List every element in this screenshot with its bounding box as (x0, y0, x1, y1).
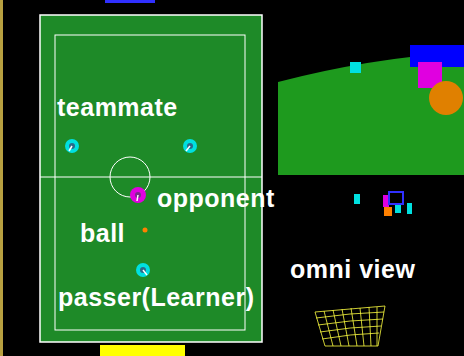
ball-label: ball (80, 221, 125, 246)
center-line (40, 177, 262, 178)
passer-robot (136, 263, 150, 277)
edge-strip (0, 0, 3, 356)
teammate-label: teammate (57, 95, 178, 120)
robot-heading (143, 270, 147, 275)
teammate-robot (183, 139, 197, 153)
ball (143, 228, 148, 233)
robot-heading (69, 146, 72, 151)
omni-view-label: omni view (290, 257, 415, 282)
camera-teammate (350, 62, 361, 73)
opponent-robot (130, 187, 146, 203)
teammate-robot (65, 139, 79, 153)
camera-ball (429, 81, 463, 115)
omni-marker (395, 205, 401, 213)
omni-marker (354, 194, 360, 204)
goal-mesh (315, 306, 385, 346)
camera-field-view (278, 52, 464, 175)
soccer-field (40, 15, 262, 342)
goal-bar (105, 0, 155, 3)
goal-bar (100, 345, 185, 356)
omni-marker (389, 192, 403, 204)
omni-marker (384, 207, 392, 216)
passer-label: passer(Learner) (58, 285, 254, 310)
robot-heading (137, 195, 138, 201)
omni-marker (407, 203, 412, 214)
opponent-label: opponent (157, 186, 275, 211)
robot-heading (186, 146, 190, 151)
